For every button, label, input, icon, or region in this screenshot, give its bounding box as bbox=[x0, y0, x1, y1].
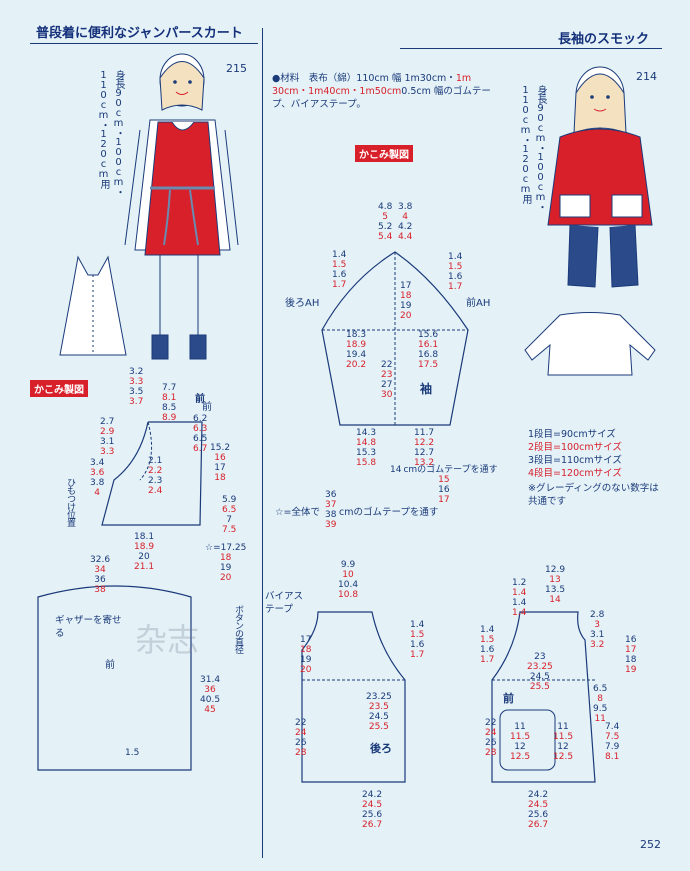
materials-line2-red: 30cm・1m40cm・1m50cm bbox=[272, 86, 402, 97]
label-button-diameter: ボタンの直径 bbox=[233, 605, 243, 653]
watermark: 杂志 bbox=[135, 621, 200, 659]
label-sleeve: 袖 bbox=[420, 382, 433, 396]
title-underline-left bbox=[30, 43, 258, 44]
girl-smock-illustration bbox=[547, 66, 653, 288]
back-pattern bbox=[301, 611, 406, 783]
svg-text:前: 前 bbox=[202, 400, 212, 413]
title-smock: 長袖のスモック bbox=[558, 32, 650, 47]
girl-jumper-illustration bbox=[124, 53, 239, 360]
label-tie-position: ひもつけ位置 bbox=[65, 478, 75, 526]
badge-kakomi-right: かこみ製図 bbox=[355, 145, 413, 162]
label-back: 後ろ bbox=[370, 742, 392, 755]
size-legend: 1段目=90cmサイズ 2段目=100cmサイズ 3段目=110cmサイズ 4段… bbox=[528, 428, 668, 508]
title-underline-right bbox=[400, 48, 662, 49]
page-number: 252 bbox=[640, 838, 661, 851]
materials-line2: 0.5cm 幅のゴムテー bbox=[401, 86, 491, 97]
front-pattern bbox=[491, 611, 596, 783]
legend-row-90: 1段目=90cmサイズ bbox=[528, 429, 616, 440]
label-gather: ギャザーを寄せる bbox=[55, 615, 122, 639]
badge-kakomi-left: かこみ製図 bbox=[30, 380, 88, 397]
m-skirt-hem: 1.5 bbox=[125, 748, 140, 758]
label-elastic-total: ☆=全体で cmのゴムテープを通す bbox=[275, 507, 439, 518]
jumper-flat-sketch bbox=[59, 255, 127, 356]
label-back-ah: 後ろAH bbox=[285, 298, 320, 309]
legend-row-100: 2段目=100cmサイズ bbox=[528, 442, 622, 453]
model-number-214: 214 bbox=[636, 70, 657, 83]
legend-note: ※グレーディングのない数字は共通です bbox=[528, 483, 659, 507]
column-divider bbox=[262, 28, 263, 858]
title-jumper-skirt: 普段着に便利なジャンパースカート bbox=[36, 26, 243, 41]
size-range-right: 身長90cm・100cm・110cm・120cm用 bbox=[520, 85, 546, 211]
size-range-left: 身長90cm・100cm・110cm・120cm用 bbox=[98, 70, 124, 196]
label-skirt-front: 前 bbox=[105, 660, 115, 671]
model-number-215: 215 bbox=[226, 62, 247, 75]
materials-text: ●材料 表布（綿）110cm 幅 1m30cm・1m 30cm・1m40cm・1… bbox=[272, 72, 502, 111]
jumper-bodice-pattern: 前 bbox=[101, 400, 212, 526]
materials-line3: プ、バイアステープ。 bbox=[272, 99, 366, 110]
materials-line1-red: 1m bbox=[455, 73, 472, 84]
label-front-jumper: 前 bbox=[195, 394, 205, 405]
label-bias: バイアステープ bbox=[265, 591, 304, 615]
legend-row-120: 4段目=120cmサイズ bbox=[528, 468, 622, 479]
label-front-ah: 前AH bbox=[466, 298, 491, 309]
sleeve-pattern bbox=[321, 251, 469, 426]
materials-line1: ●材料 表布（綿）110cm 幅 1m30cm・ bbox=[272, 73, 456, 84]
skirt-pattern bbox=[37, 585, 192, 771]
smock-flat-sketch bbox=[524, 312, 656, 376]
legend-row-110: 3段目=110cmサイズ bbox=[528, 455, 622, 466]
label-front-smock: 前 bbox=[503, 692, 514, 705]
